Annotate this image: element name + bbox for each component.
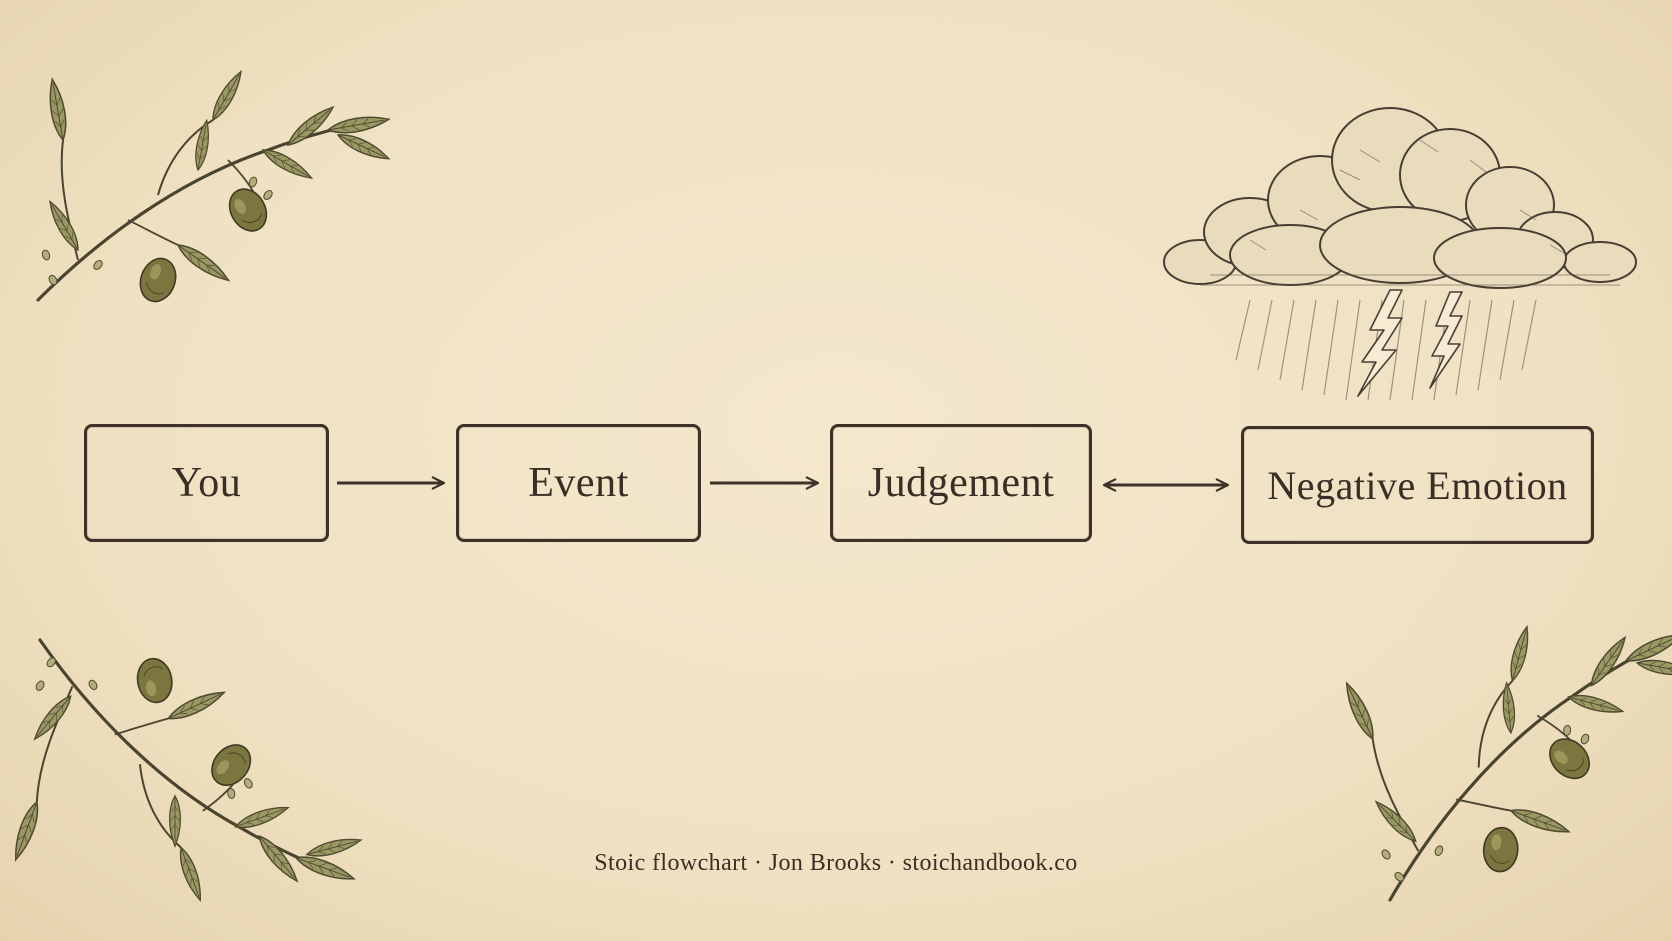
node-judgement: Judgement	[830, 424, 1092, 542]
olive-branch-bottom-left-icon	[0, 634, 389, 930]
node-you: You	[84, 424, 329, 542]
footer-credit: Stoic flowchart · Jon Brooks · stoichand…	[594, 850, 1078, 876]
storm-cloud-icon	[1163, 107, 1637, 401]
diagram-edges	[337, 476, 1230, 492]
node-event: Event	[456, 424, 701, 542]
node-negative-emotion: Negative Emotion	[1241, 426, 1594, 544]
olive-branch-top-left-icon	[38, 69, 391, 307]
